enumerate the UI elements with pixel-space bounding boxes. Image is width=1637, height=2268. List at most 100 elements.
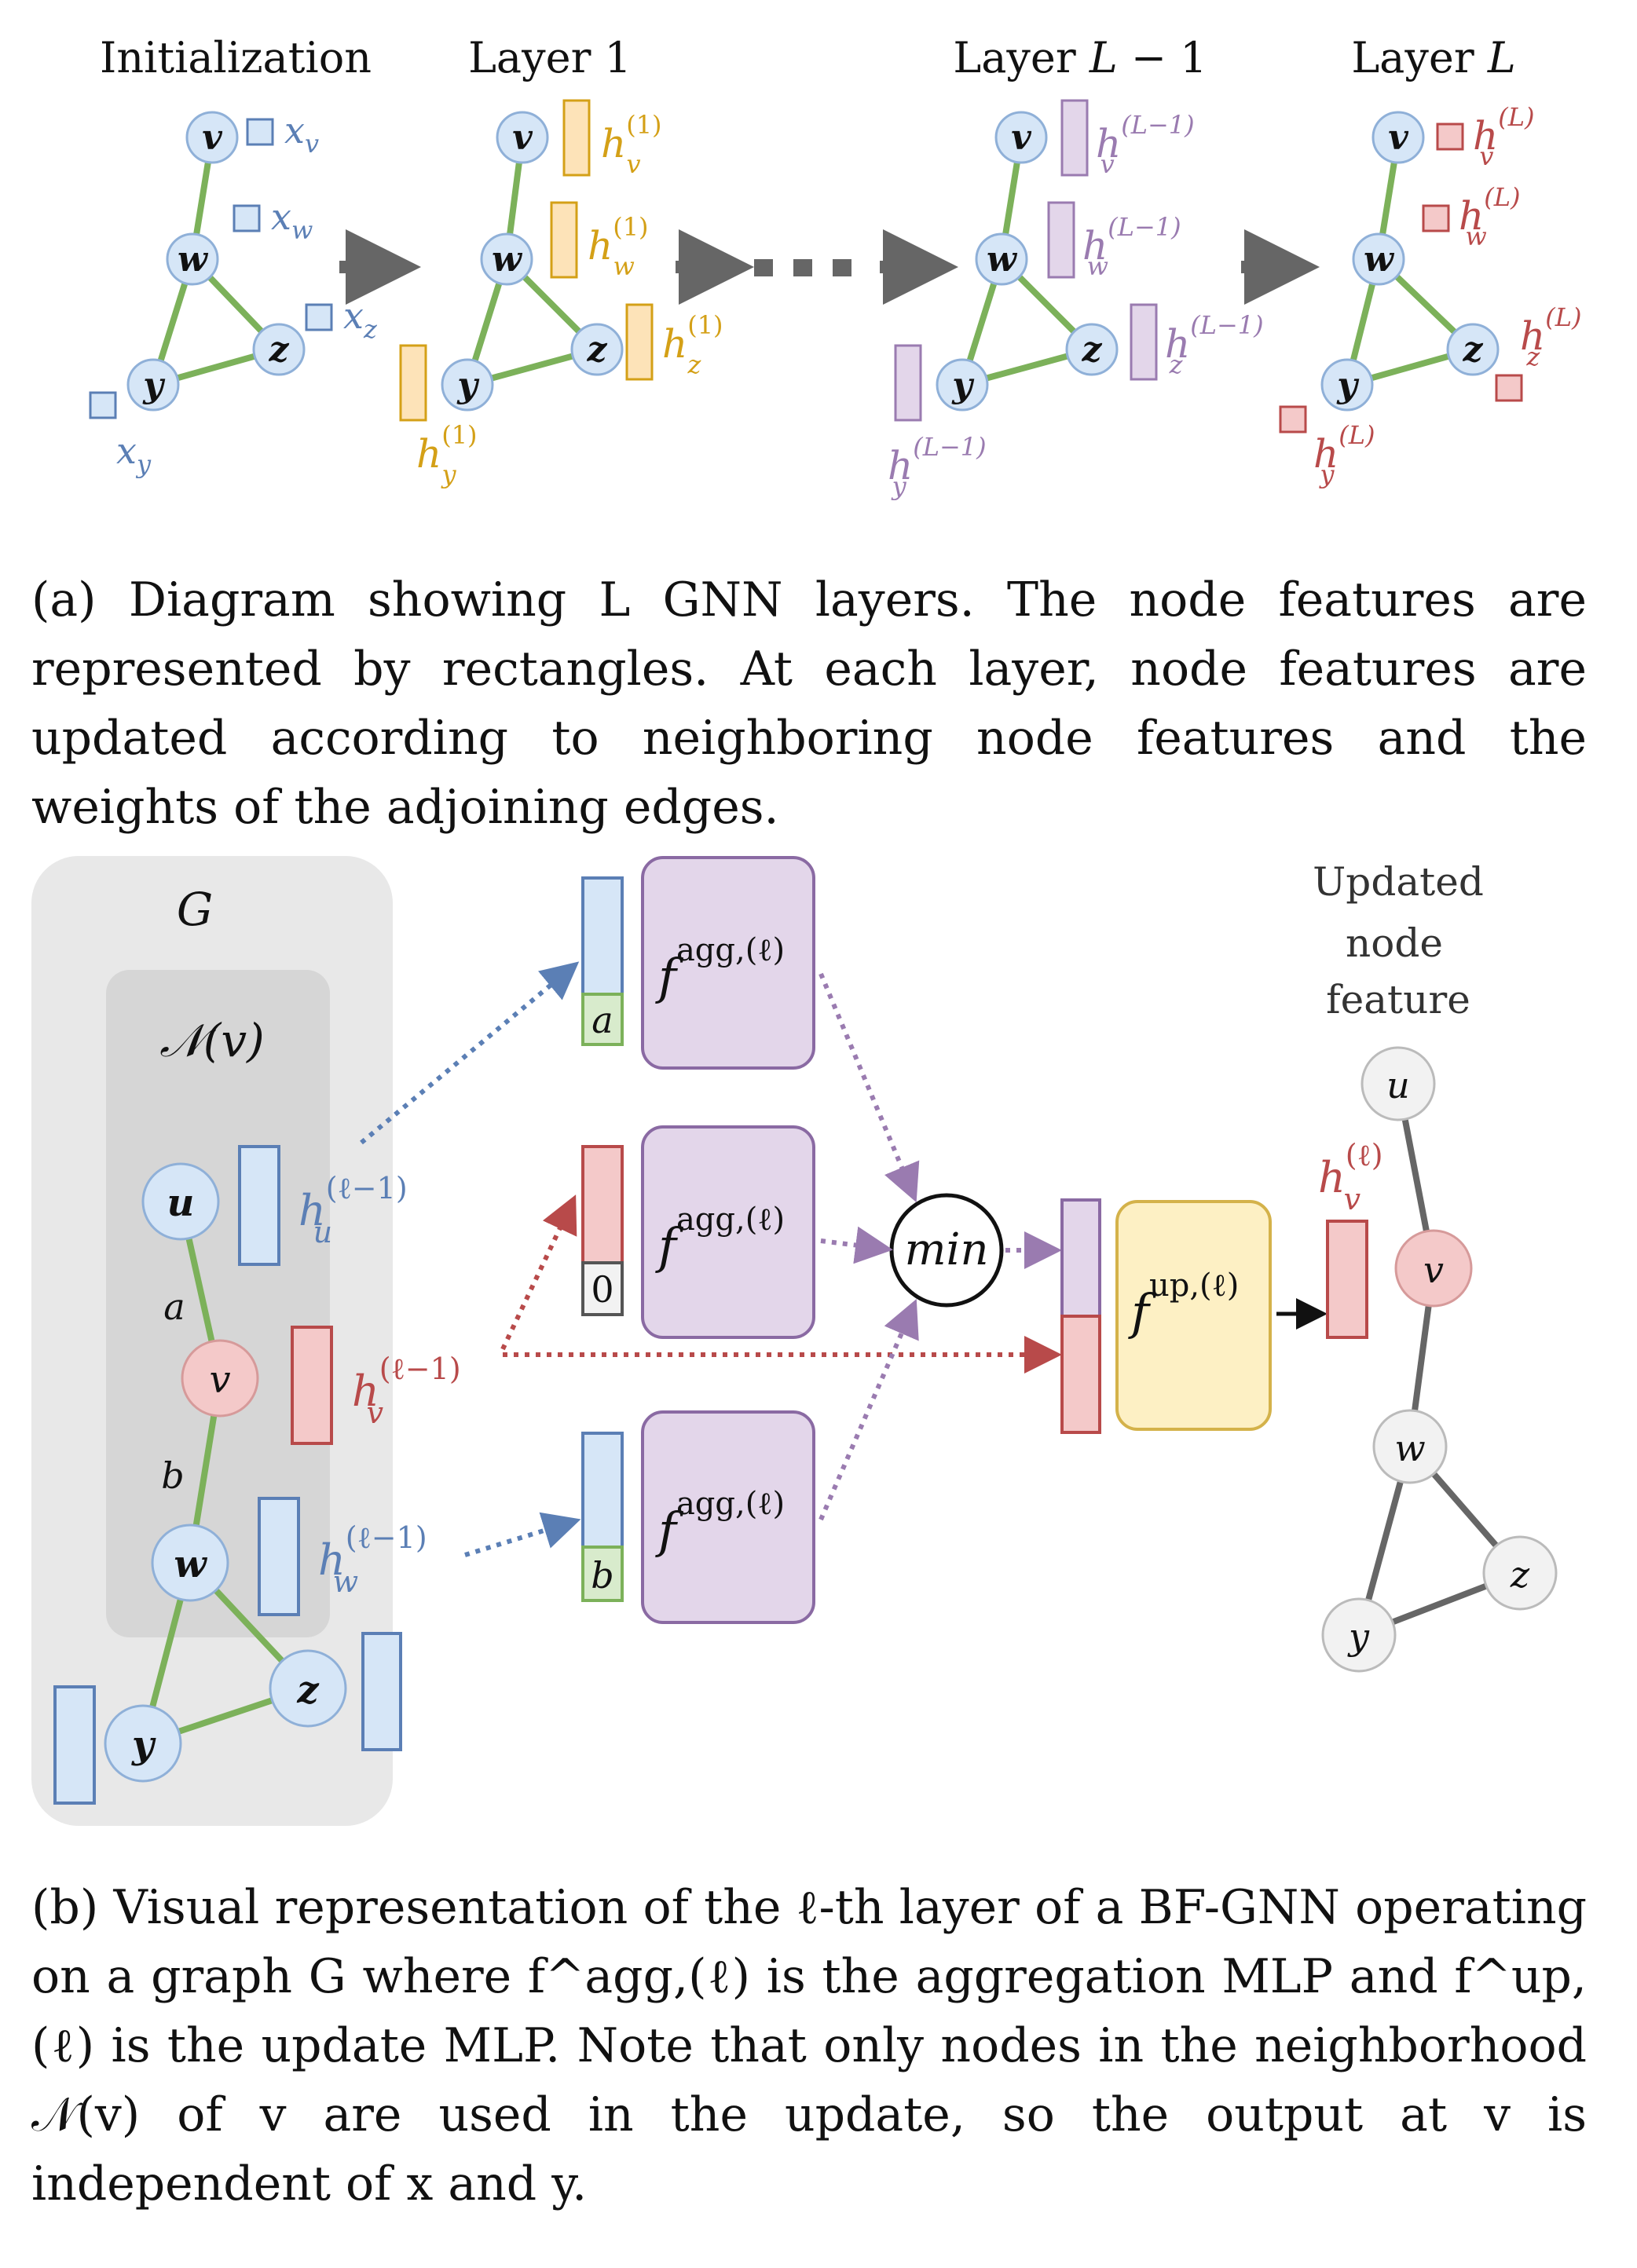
agg-mlp-3 <box>641 1410 815 1624</box>
panel-b: G 𝒩(v) a b u v w z y h(ℓ−1)u h(ℓ−1)v h(ℓ… <box>31 856 1558 1826</box>
feature-hL-v <box>1436 123 1464 151</box>
feature-h-y <box>53 1685 96 1805</box>
svg-text:h(1)z: h(1)z <box>662 310 723 379</box>
feature-hL-z <box>1495 374 1523 402</box>
agg-mlp-1 <box>641 856 815 1070</box>
node-v-center <box>181 1339 259 1418</box>
node-w <box>151 1524 229 1602</box>
feature-h1-y <box>399 344 427 422</box>
svg-text:a: a <box>591 999 613 1041</box>
node-y <box>126 358 180 412</box>
agg-mlp-2 <box>641 1125 815 1339</box>
update-mlp <box>1115 1200 1272 1431</box>
arrow-w-to-msg <box>464 1512 581 1557</box>
caption-b: (b) Visual representation of the ℓ-th la… <box>31 1880 1587 2211</box>
msg-vector-u <box>581 876 624 996</box>
graph-layer-L: v w z y h(L)v h(L)w h(L)z h(L)y <box>1279 102 1581 489</box>
panel-a: Initialization Layer 1 Layer L − 1 Layer… <box>89 33 1581 501</box>
msg-vector-v <box>581 1145 624 1264</box>
graph-layer-1: v w z y h(1)v h(1)w h(1)z h(1)y <box>399 99 723 489</box>
svg-text:0: 0 <box>591 1268 613 1311</box>
out-node-z <box>1482 1535 1558 1611</box>
feature-hLm1-z <box>1130 303 1158 381</box>
svg-text:w: w <box>1364 240 1395 280</box>
svg-text:w: w <box>1394 1427 1425 1469</box>
svg-text:y: y <box>142 365 166 405</box>
arrow-agg3-to-min <box>818 1298 919 1521</box>
svg-text:v: v <box>1011 118 1031 158</box>
svg-text:fup,(ℓ): fup,(ℓ) <box>1128 1268 1239 1341</box>
msg-weight-a <box>581 993 624 1046</box>
edge-label-a: a <box>163 1286 185 1328</box>
feature-h-z <box>361 1632 402 1751</box>
feature-h-w <box>258 1497 300 1616</box>
msg-vector-w <box>581 1432 624 1549</box>
feature-h-v <box>291 1326 333 1445</box>
svg-text:y: y <box>1347 1615 1370 1658</box>
msg-weight-b <box>581 1546 624 1602</box>
feature-hLm1-v <box>1060 99 1089 177</box>
svg-text:h(L)v: h(L)v <box>1473 102 1534 171</box>
feature-hL-y <box>1279 405 1307 433</box>
title-layer-1: Layer 1 <box>468 33 632 82</box>
updated-label-line3: feature <box>1326 977 1470 1022</box>
graph-layer-L-minus-1: v w z y h(L−1)v h(L−1)w h(L−1)z h(L−1)y <box>888 99 1264 501</box>
title-initialization: Initialization <box>100 33 372 82</box>
arrow-agg1-to-min <box>818 972 920 1203</box>
title-layer-L-minus-1: Layer L − 1 <box>953 33 1207 82</box>
svg-text:y: y <box>951 365 975 405</box>
feature-x-y <box>89 391 117 419</box>
svg-text:u: u <box>167 1181 195 1225</box>
feature-h-u <box>238 1145 280 1266</box>
svg-text:xw: xw <box>271 196 313 245</box>
svg-text:h(L−1)v: h(L−1)v <box>1096 110 1195 179</box>
svg-text:v: v <box>1388 118 1408 158</box>
svg-text:h(ℓ−1)w: h(ℓ−1)w <box>318 1520 427 1599</box>
updated-label-line1: Updated <box>1313 859 1484 905</box>
svg-text:z: z <box>1463 330 1484 370</box>
svg-text:h(L−1)y: h(L−1)y <box>888 432 987 501</box>
out-node-y <box>1321 1597 1397 1673</box>
caption-a: (a) Diagram showing L GNN layers. The no… <box>31 572 1587 835</box>
svg-text:z: z <box>269 330 290 370</box>
feature-h1-w <box>550 201 578 279</box>
arrow-agg2-to-min <box>820 1226 893 1264</box>
svg-text:xz: xz <box>343 294 378 344</box>
node-u <box>141 1162 220 1241</box>
svg-text:v: v <box>512 118 533 158</box>
neighborhood-region <box>106 970 330 1637</box>
svg-text:w: w <box>987 240 1018 280</box>
feature-hLm1-w <box>1047 201 1075 279</box>
ellipsis-dots <box>754 259 851 276</box>
svg-text:v: v <box>202 118 222 158</box>
out-node-v <box>1394 1229 1473 1308</box>
out-node-w <box>1372 1409 1448 1484</box>
output-graph: u v w z y <box>1321 1046 1558 1673</box>
feature-h1-z <box>625 303 654 381</box>
feature-x-w <box>233 204 261 232</box>
svg-text:h(L)z: h(L)z <box>1520 302 1581 371</box>
svg-text:z: z <box>587 330 608 370</box>
svg-text:w: w <box>174 1542 207 1586</box>
update-input-agg <box>1060 1198 1101 1318</box>
svg-text:u: u <box>1386 1064 1410 1107</box>
svg-text:z: z <box>1510 1553 1530 1596</box>
svg-text:h(L−1)z: h(L−1)z <box>1165 310 1264 379</box>
title-layer-L: Layer L <box>1351 33 1515 82</box>
graph-initialization: v w z y xv xw xz xy <box>89 109 378 479</box>
svg-text:h(1)w: h(1)w <box>588 212 649 281</box>
feature-hLm1-y <box>894 344 922 422</box>
svg-text:h(L−1)w: h(L−1)w <box>1082 212 1181 281</box>
svg-text:w: w <box>492 240 523 280</box>
svg-text:y: y <box>1336 365 1360 405</box>
arrow-u-to-msg <box>360 961 580 1145</box>
node-z <box>252 323 306 376</box>
node-v <box>185 111 239 164</box>
svg-text:h(L)w: h(L)w <box>1459 182 1520 251</box>
svg-text:min: min <box>904 1224 988 1275</box>
svg-text:xv: xv <box>284 109 319 159</box>
svg-text:v: v <box>1423 1249 1444 1291</box>
node-w <box>166 232 219 286</box>
svg-text:h(1)v: h(1)v <box>601 110 662 179</box>
